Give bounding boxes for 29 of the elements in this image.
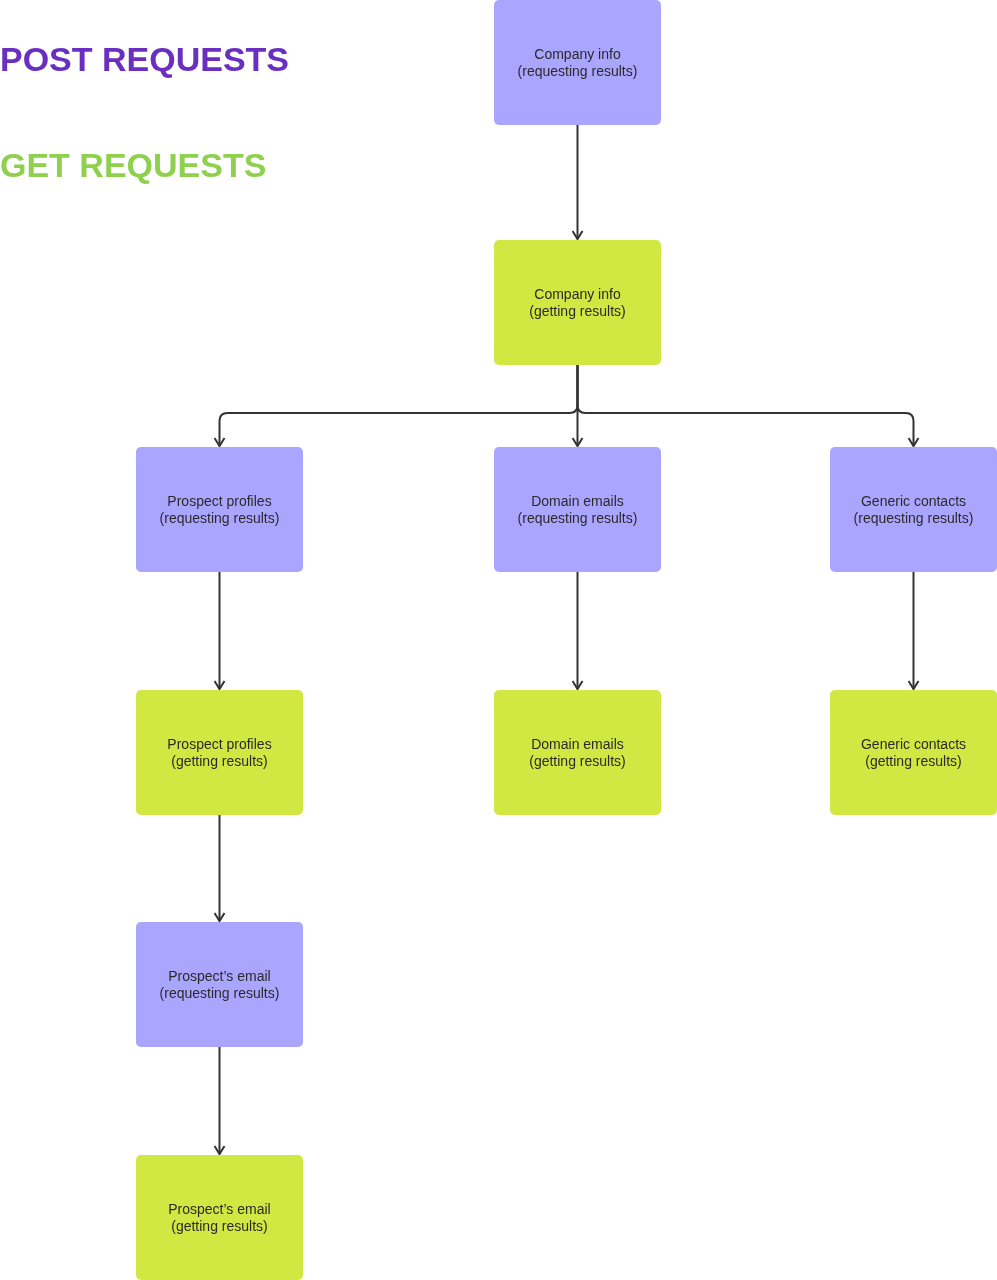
arrow: [907, 571, 920, 690]
box-label: Company info (requesting results): [516, 45, 639, 80]
box-label: Domain emails (requesting results): [516, 492, 639, 527]
process-box: [494, 240, 661, 365]
box-label: Generic contacts (requesting results): [852, 492, 975, 527]
arrow: [571, 571, 584, 690]
legend-label: GET REQUESTS: [0, 146, 267, 185]
process-box: [136, 1155, 303, 1280]
arrow: [213, 1046, 226, 1155]
arrow: [213, 571, 226, 690]
box-label: Domain emails (getting results): [528, 735, 627, 770]
process-box: [494, 0, 661, 125]
box-label: Prospect profiles (requesting results): [158, 492, 281, 527]
box-label: Prospect’s email (requesting results): [158, 967, 281, 1002]
process-box: [136, 690, 303, 815]
process-box: [830, 690, 997, 815]
box-label: Company info (getting results): [528, 285, 627, 320]
process-box: [830, 447, 997, 572]
arrow: [571, 124, 584, 240]
process-box: [494, 447, 661, 572]
process-box: [136, 922, 303, 1047]
process-box: [136, 447, 303, 572]
process-box: [494, 690, 661, 815]
box-label: Prospect profiles (getting results): [166, 735, 273, 770]
arrow: [576, 364, 920, 447]
legend-label: POST REQUESTS: [0, 40, 290, 79]
box-label: Generic contacts (getting results): [859, 735, 968, 770]
arrow: [213, 814, 226, 922]
box-label: Prospect’s email (getting results): [167, 1200, 272, 1235]
